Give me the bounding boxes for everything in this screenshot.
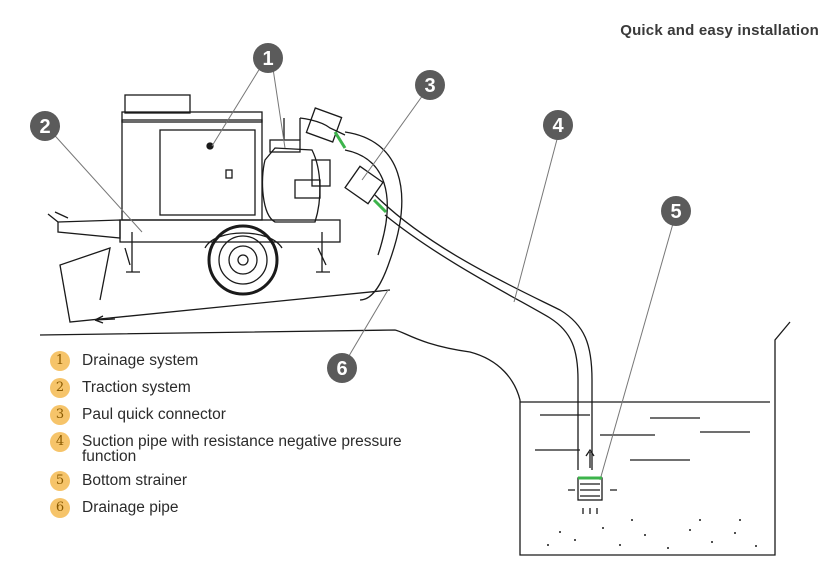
legend-label: Suction pipe with resistance negative pr… — [82, 433, 402, 465]
channel-upper-line — [59, 247, 391, 323]
legend-label: Drainage system — [82, 352, 199, 369]
svg-text:1: 1 — [262, 48, 273, 70]
bottom-strainer — [577, 477, 603, 501]
quick-connector-bottom — [344, 165, 384, 205]
ground-outline — [39, 321, 791, 556]
legend-item-bottom-strainer: 5 Bottom strainer — [50, 470, 442, 491]
callout-5: 5 — [661, 196, 691, 226]
legend-item-suction-pipe: 4 Suction pipe with resistance negative … — [50, 431, 442, 464]
drainage-pipe — [344, 131, 403, 301]
legend-label: Traction system — [82, 379, 191, 396]
legend-badge: 4 — [50, 432, 70, 452]
svg-text:2: 2 — [39, 116, 50, 138]
legend-item-quick-connector: 3 Paul quick connector — [50, 404, 442, 425]
callout-4: 4 — [543, 110, 573, 140]
legend-label: Drainage pipe — [82, 499, 179, 516]
legend-label: Bottom strainer — [82, 472, 188, 489]
connector-accent-top — [333, 131, 347, 149]
legend-badge: 2 — [50, 378, 70, 398]
svg-text:4: 4 — [552, 115, 564, 137]
callout-1: 1 — [253, 43, 283, 73]
callout-2: 2 — [30, 111, 60, 141]
legend-item-traction-system: 2 Traction system — [50, 377, 442, 398]
svg-text:5: 5 — [670, 201, 681, 223]
pump-body — [261, 147, 321, 223]
legend-badge: 5 — [50, 471, 70, 491]
channel-flow-arrow — [94, 318, 116, 321]
svg-text:3: 3 — [424, 75, 435, 97]
legend-label: Paul quick connector — [82, 406, 226, 423]
legend: 1 Drainage system 2 Traction system 3 Pa… — [50, 350, 442, 524]
trailer-frame — [119, 219, 341, 243]
engine-housing — [121, 119, 263, 221]
wheel-tire — [207, 224, 279, 296]
legend-badge: 1 — [50, 351, 70, 371]
callout-6: 6 — [327, 353, 357, 383]
legend-item-drainage-system: 1 Drainage system — [50, 350, 442, 371]
legend-item-drainage-pipe: 6 Drainage pipe — [50, 497, 442, 518]
legend-badge: 3 — [50, 405, 70, 425]
connector-accent-bottom — [372, 198, 388, 214]
legend-badge: 6 — [50, 498, 70, 518]
suction-pipe — [374, 194, 593, 470]
trailer-drawbar — [57, 219, 121, 239]
page-title: Quick and easy installation — [620, 22, 819, 39]
quick-connector-top — [305, 107, 343, 143]
callout-3: 3 — [415, 70, 445, 100]
svg-text:6: 6 — [336, 358, 347, 380]
